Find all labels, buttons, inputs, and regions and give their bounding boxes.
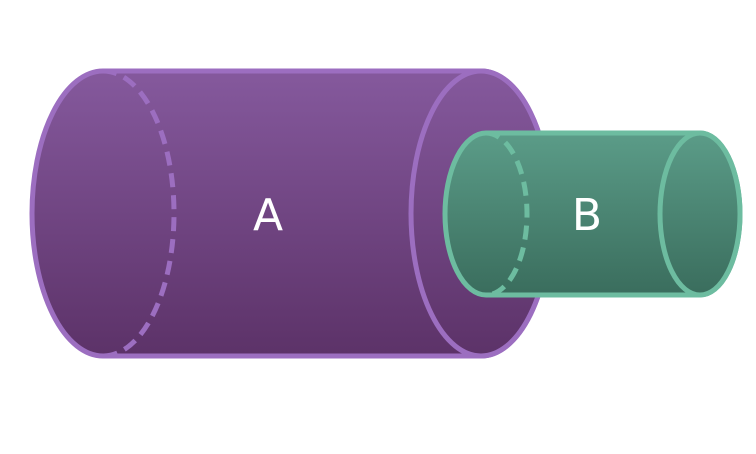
cylinder-a-label: A [253,190,283,241]
cylinder-b-end-cap [657,130,743,298]
cylinder-b-hidden-edge [485,130,530,298]
cylinder-b: B [442,130,743,298]
cylinder-b-label: B [572,190,602,241]
